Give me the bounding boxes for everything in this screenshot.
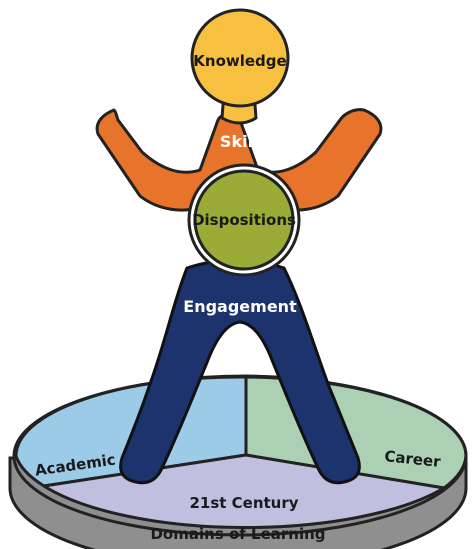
knowledge-head bbox=[190, 8, 290, 125]
skills-arms bbox=[95, 108, 383, 212]
21st-century-label: 21st Century bbox=[189, 494, 298, 512]
engagement-label: Engagement bbox=[183, 297, 297, 316]
engagement-legs bbox=[119, 258, 361, 485]
career-label: Career bbox=[384, 447, 442, 471]
dispositions-label: Dispositions bbox=[192, 211, 296, 229]
base-top-outline bbox=[12, 375, 468, 537]
knowledge-label: Knowledge bbox=[193, 52, 286, 70]
dispositions-body bbox=[187, 163, 301, 277]
skills-label: Skills bbox=[220, 132, 268, 151]
dispositions-circle bbox=[193, 169, 295, 271]
knowledge-circle bbox=[190, 8, 290, 108]
engagement-shape bbox=[119, 258, 361, 485]
skills-shape bbox=[95, 108, 383, 212]
domains-of-learning-label: Domains of Learning bbox=[150, 525, 325, 543]
